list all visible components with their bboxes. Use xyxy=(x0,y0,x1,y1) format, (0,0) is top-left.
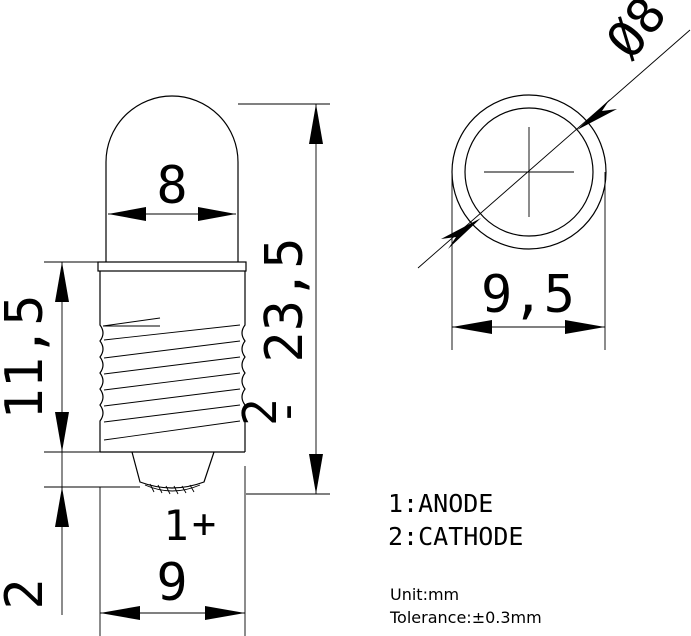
front-inner-circle xyxy=(464,107,594,237)
legend-cathode: 2:CATHODE xyxy=(388,522,523,551)
contact-2-number: 2 xyxy=(233,398,287,426)
dim-base-width-label: 9 xyxy=(156,553,187,613)
pin-legend: 1:ANODE 2:CATHODE xyxy=(388,489,523,551)
thread-lines xyxy=(102,317,241,441)
bulb-front-view xyxy=(451,94,607,250)
note-unit: Unit:mm xyxy=(390,585,459,604)
dim-base-width: 9 xyxy=(99,466,246,636)
dim-bulb-width-label: 8 xyxy=(156,156,187,216)
thread-left-profile xyxy=(99,271,104,452)
dim-front-width-label: 9,5 xyxy=(481,265,575,325)
dim-overall-length-label: 23,5 xyxy=(255,237,315,362)
bottom-contact xyxy=(131,451,215,489)
contact-2-marker: 2 - xyxy=(233,398,313,426)
dim-thread-length: 11,5 xyxy=(0,261,100,453)
legend-anode: 1:ANODE xyxy=(388,489,493,518)
bulb-glass-outline xyxy=(105,95,239,262)
dim-thread-length-label: 11,5 xyxy=(0,294,55,419)
solder-hatch xyxy=(149,483,195,495)
base-collar xyxy=(97,261,247,272)
dim-diameter-label: Ø8 xyxy=(595,0,678,69)
dim-base-height-label: 2 xyxy=(0,578,55,609)
thread-right-profile xyxy=(241,271,246,452)
note-tolerance: Tolerance:±0.3mm xyxy=(389,608,542,627)
dim-base-height: 2 xyxy=(0,452,140,615)
dim-bulb-width: 8 xyxy=(108,156,236,221)
dim-overall-length: 23,5 xyxy=(238,103,330,495)
solder-tip xyxy=(144,484,201,492)
contact-1-number: 1 xyxy=(163,501,188,550)
contact-1-marker: 1 + xyxy=(163,501,216,550)
bulb-side-view xyxy=(97,95,247,495)
contact-2-polarity: - xyxy=(259,398,313,426)
dim-diameter: Ø8 xyxy=(417,0,691,269)
dim-front-width: 9,5 xyxy=(451,172,606,350)
drawing-notes: Unit:mm Tolerance:±0.3mm xyxy=(389,585,542,627)
contact-1-polarity: + xyxy=(192,501,216,547)
